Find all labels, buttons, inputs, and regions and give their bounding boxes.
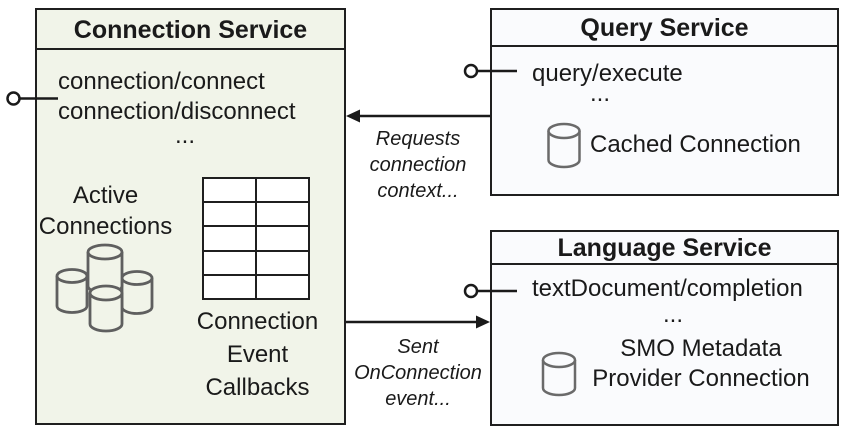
requests-connection-context-label: Requests connection context... (369, 128, 467, 202)
callback-table-cell (257, 227, 308, 250)
connection-event-callbacks-label: Connection Event Callbacks (196, 308, 319, 401)
sent-arrow (346, 315, 490, 329)
callback-table-icon (202, 177, 310, 300)
sent-onconnection-event-label: Sent OnConnection event... (354, 336, 482, 410)
callback-table-cell (257, 203, 308, 226)
endpoint-connection-connect: connection/connect (58, 68, 265, 95)
query-service-box: Query Service (490, 8, 839, 196)
callback-table-cell (204, 203, 255, 226)
callback-table-cell (257, 275, 308, 298)
active-connections-label: Active Connections (38, 182, 173, 240)
query-endpoints-ellipsis: ... (589, 80, 610, 107)
endpoint-connection-disconnect: connection/disconnect (58, 98, 296, 125)
callback-table-cell (204, 251, 255, 274)
callback-table-cell (257, 179, 308, 202)
smo-metadata-provider-connection-label: SMO Metadata Provider Connection (592, 335, 810, 392)
connection-service-title: Connection Service (37, 10, 344, 50)
language-endpoints-ellipsis: ... (662, 301, 683, 328)
callback-table-cell (257, 251, 308, 274)
callback-table-cell (204, 179, 255, 202)
connection-endpoints-ellipsis: ... (174, 122, 195, 149)
requests-arrow (346, 109, 490, 123)
callback-table-cell (204, 227, 255, 250)
language-service-title: Language Service (492, 232, 837, 265)
query-service-title: Query Service (492, 10, 837, 47)
cached-connection-label: Cached Connection (590, 131, 801, 158)
endpoint-query-execute: query/execute (532, 60, 683, 87)
callback-table-cell (204, 275, 255, 298)
endpoint-textdocument-completion: textDocument/completion (532, 275, 803, 302)
